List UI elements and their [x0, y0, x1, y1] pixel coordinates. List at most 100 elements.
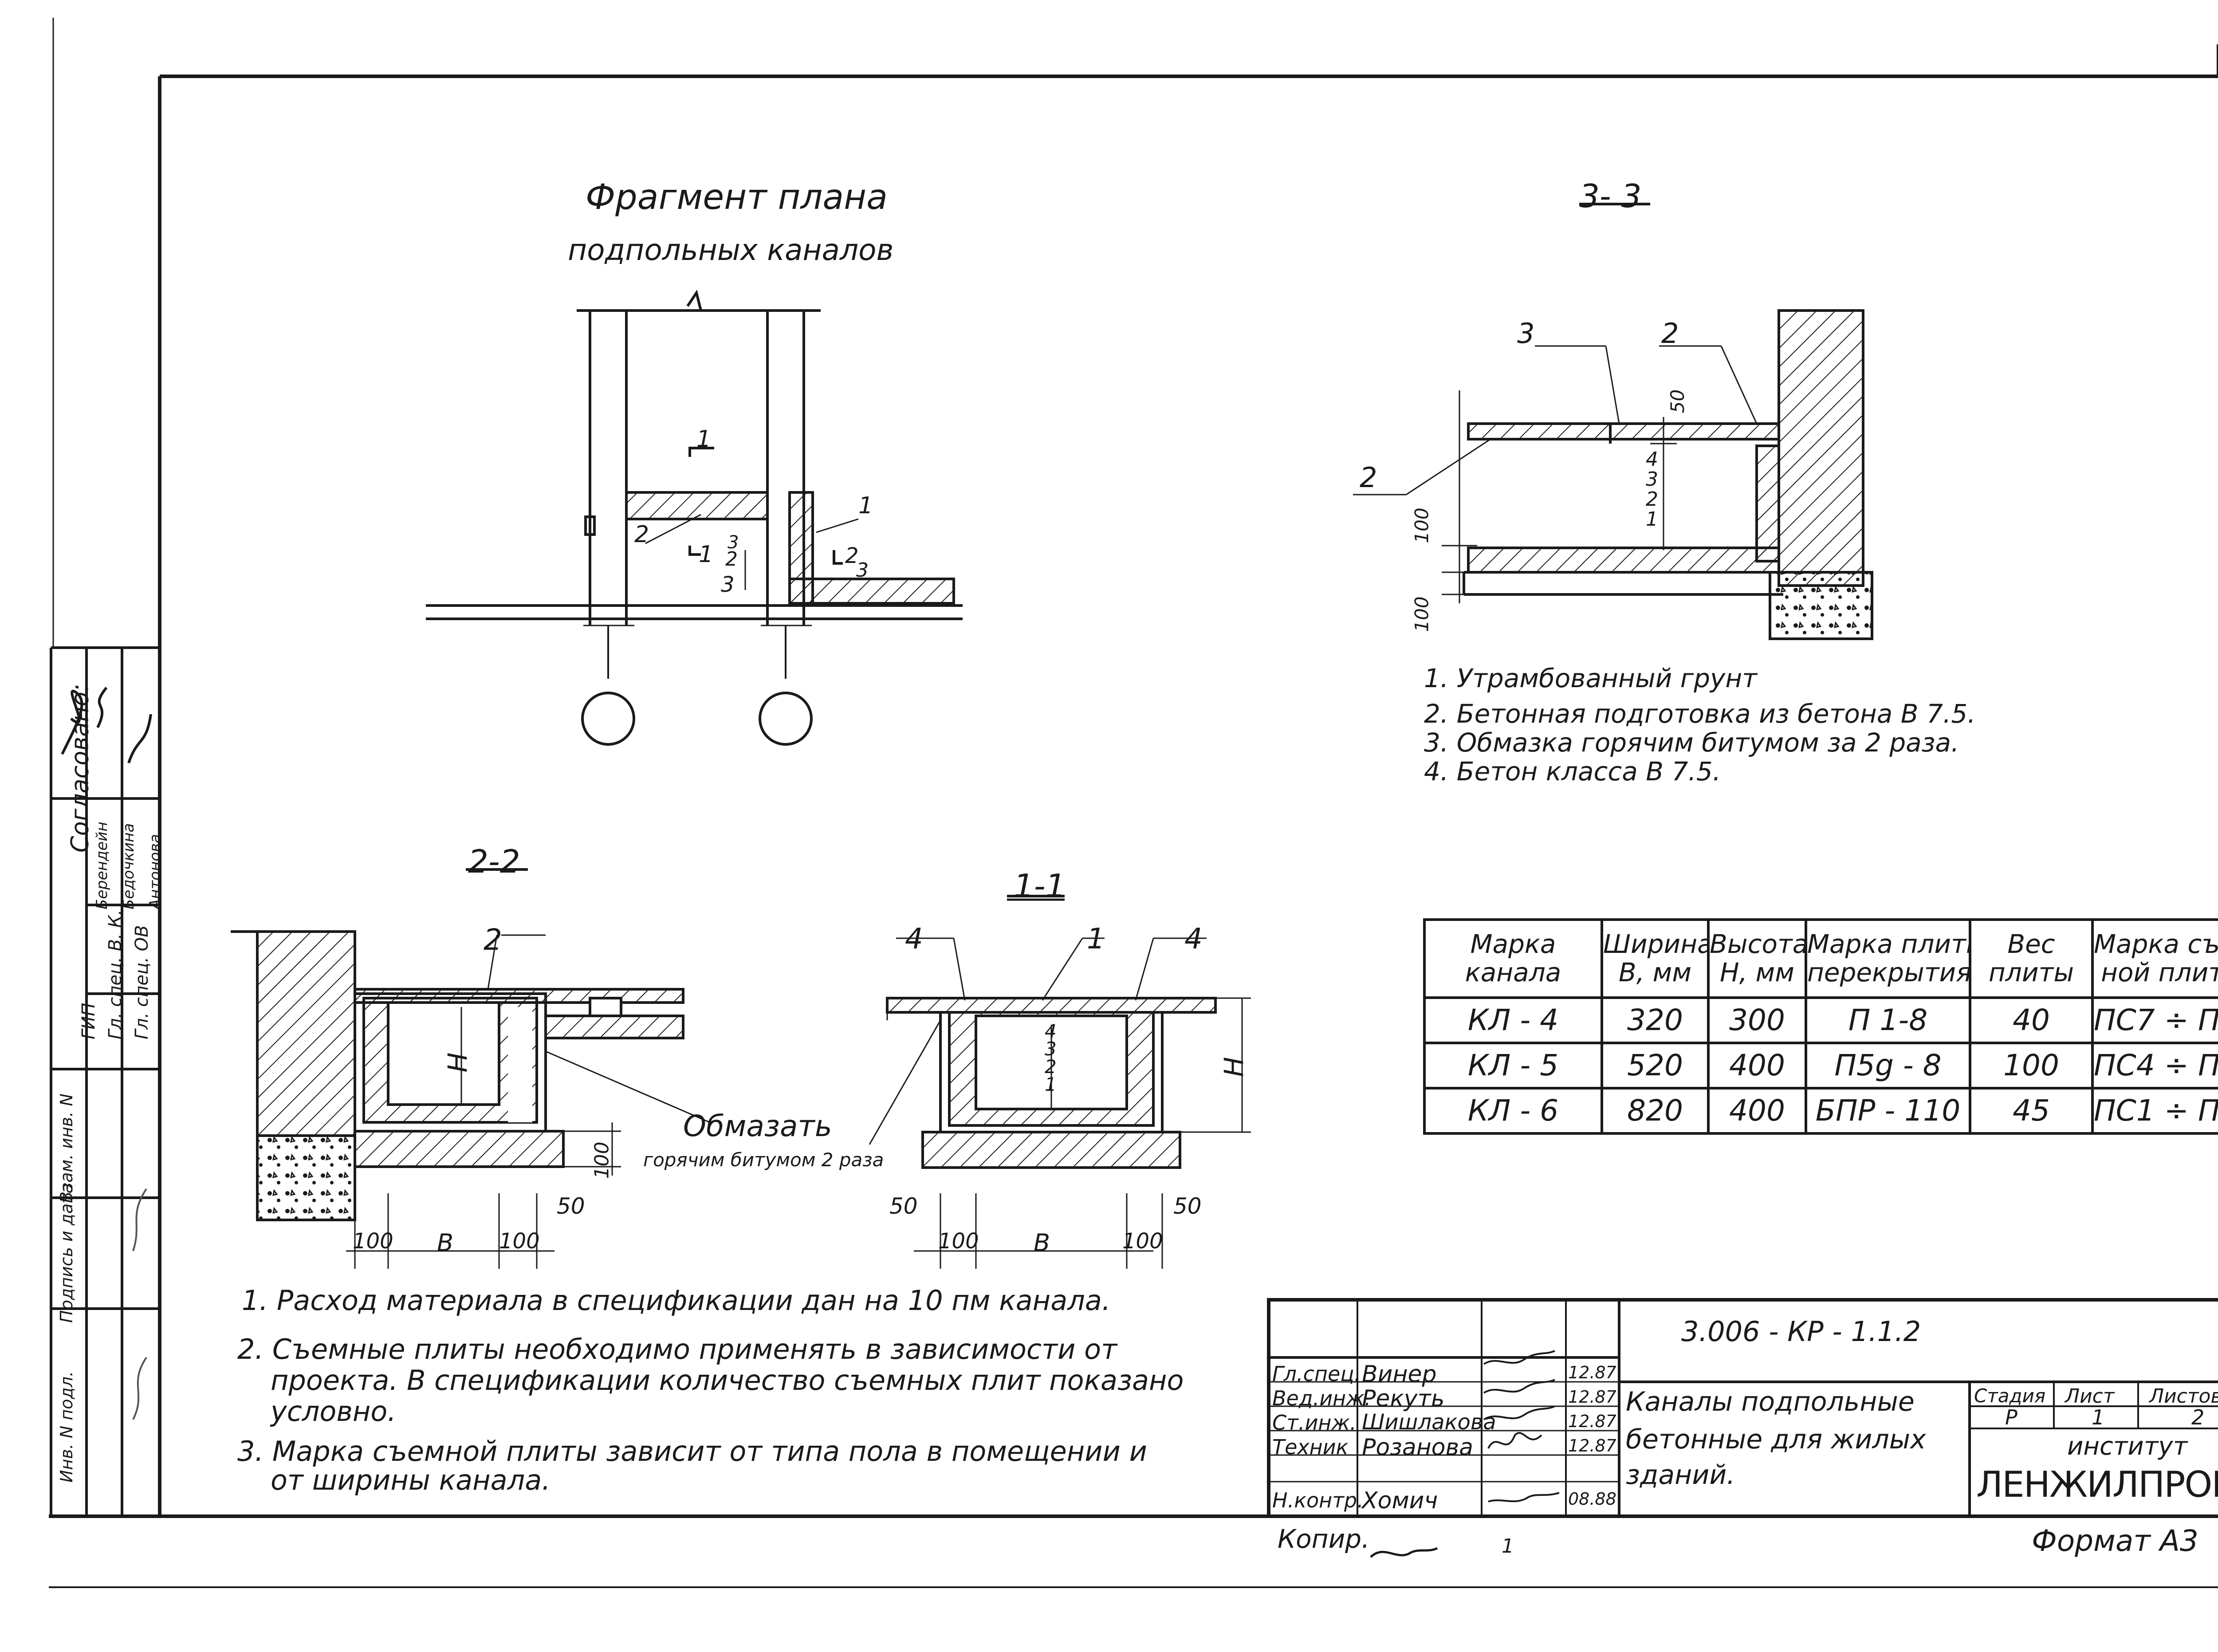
table-cell: ПС1 ÷ ПС3: [2091, 1087, 2218, 1135]
stage-header: Листов: [2149, 1385, 2218, 1408]
coat-label: Обмазать: [683, 1109, 832, 1143]
plan-label: 1: [858, 492, 873, 519]
staff-date: 08.88: [1568, 1489, 1616, 1509]
section22-dim: 100: [353, 1229, 393, 1254]
section33-dim: 50: [1667, 389, 1689, 413]
section33-callout: 2: [1360, 461, 1377, 494]
section33-note: 1. Утрамбованный грунт: [1424, 663, 1758, 693]
table-cell: 300: [1707, 996, 1807, 1044]
section33-callout: 3: [1517, 317, 1535, 350]
section11-layer: 1: [1045, 1074, 1057, 1095]
section22-dim: 100: [590, 1141, 613, 1179]
staff-role: Вед.инж.: [1272, 1386, 1371, 1410]
staff-date: 12.87: [1568, 1412, 1616, 1431]
plan-title: Фрагмент плана: [586, 177, 888, 217]
plan-label: 1: [699, 541, 714, 568]
section22-linework: [231, 868, 710, 1269]
staff-name: Рекуть: [1362, 1385, 1445, 1412]
section33-layer: 2: [1646, 488, 1658, 511]
plan-label: 2: [845, 543, 859, 568]
table-row: КЛ - 5 520 400 П5g - 8 100 ПС4 ÷ ПС6: [1423, 1042, 2218, 1090]
section11-dim: В: [1034, 1229, 1050, 1257]
staff-role: Ст.инж.: [1272, 1411, 1357, 1435]
plan-label: 3: [721, 572, 735, 597]
section33-title: 3- 3: [1579, 177, 1642, 215]
table-cell: КЛ - 6: [1423, 1087, 1603, 1135]
section22-callout: 2: [484, 923, 502, 957]
general-note: 1. Расход материала в спецификации дан н…: [242, 1284, 1111, 1317]
staff-name: Винер: [1362, 1361, 1437, 1388]
table-cell: П 1-8: [1805, 996, 1971, 1044]
section11-dim: 100: [938, 1229, 979, 1254]
staff-role: Техник: [1272, 1435, 1349, 1459]
section33-callout: 2: [1661, 317, 1679, 350]
stamp-column: Инв. N подл.: [57, 1371, 76, 1483]
section33-note: 4. Бетон класса В 7.5.: [1424, 756, 1721, 787]
table-cell: 400: [1707, 1087, 1807, 1135]
stamp-name: Берендейн: [93, 822, 111, 909]
table-cell: ПС7 ÷ ПС9: [2091, 996, 2218, 1044]
general-note: условно.: [271, 1395, 397, 1428]
coat-sublabel: горячим битумом 2 раза: [643, 1149, 884, 1171]
table-row: КЛ - 6 820 400 БПР - 110 45 ПС1 ÷ ПС3: [1423, 1087, 2218, 1135]
plan-label: 3: [856, 559, 869, 582]
stamp-column: Взам. инв. N: [57, 1093, 76, 1203]
title-block-grid: [1267, 1298, 2218, 1518]
staff-name: Шишлакова: [1362, 1410, 1496, 1435]
table-cell: 320: [1601, 996, 1710, 1044]
general-note: 3. Марка съемной плиты зависит от типа п…: [237, 1435, 1147, 1467]
plan-label: 2: [634, 521, 649, 548]
agreed-label: Согласовано:: [66, 684, 94, 853]
section33-note: 2. Бетонная подготовка из бетона В 7.5.: [1424, 699, 1976, 729]
section11-dim: 50: [1173, 1193, 1202, 1219]
table-cell: 400: [1707, 1042, 1807, 1090]
section33-linework: [1353, 203, 1873, 640]
table-cell: 45: [1969, 1087, 2094, 1135]
section11-callout: 4: [1184, 923, 1203, 956]
drawing-description: зданий.: [1626, 1459, 1735, 1491]
staff-date: 12.87: [1568, 1436, 1616, 1455]
section22-dim: 50: [557, 1193, 585, 1219]
section11-layer: 3: [1045, 1038, 1057, 1060]
plan-label: 2: [725, 548, 738, 570]
section33-note: 3. Обмазка горячим битумом за 2 раза.: [1424, 728, 1959, 758]
stage-value: 2: [2191, 1405, 2205, 1429]
table-cell: КЛ - 4: [1423, 996, 1603, 1044]
stage-header: Лист: [2065, 1385, 2115, 1408]
section22-dim: 100: [499, 1229, 540, 1254]
drawing-code: 3.006 - КР - 1.1.2: [1681, 1315, 1921, 1348]
section11-dim: 50: [889, 1193, 918, 1219]
copied-label: Копир.: [1278, 1524, 1370, 1554]
general-note: от ширины канала.: [271, 1464, 551, 1496]
section33-dim: 100: [1411, 596, 1433, 632]
table-cell: 100: [1969, 1042, 2094, 1090]
drawing-description: Каналы подпольные: [1626, 1386, 1915, 1417]
general-note: проекта. В спецификации количество съемн…: [271, 1364, 1184, 1396]
section11-linework: [869, 895, 1251, 1269]
general-note: 2. Съемные плиты необходимо применять в …: [237, 1333, 1117, 1365]
table-cell: 520: [1601, 1042, 1710, 1090]
section33-layer: 4: [1646, 448, 1658, 471]
sheet-format: Формат А3: [2032, 1524, 2198, 1558]
institute-name: ЛЕНЖИЛПРОЕКТ: [1976, 1464, 2218, 1505]
stage-header: Стадия: [1974, 1385, 2046, 1407]
institute-label: институт: [2067, 1432, 2188, 1461]
plan-linework: [426, 289, 963, 746]
table-cell: 40: [1969, 996, 2094, 1044]
section11-title: 1-1: [1014, 867, 1066, 905]
staff-name: Хомич: [1362, 1487, 1438, 1514]
section11-height: H: [1219, 1057, 1250, 1077]
table-cell: П5g - 8: [1805, 1042, 1971, 1090]
stage-value: Р: [2005, 1405, 2017, 1429]
sheet-frame: [49, 18, 2218, 1588]
section33-dim: 100: [1411, 507, 1433, 543]
section22-height: H: [442, 1052, 474, 1073]
table-header-cell: Марка съем-ной плиты: [2091, 918, 2218, 999]
